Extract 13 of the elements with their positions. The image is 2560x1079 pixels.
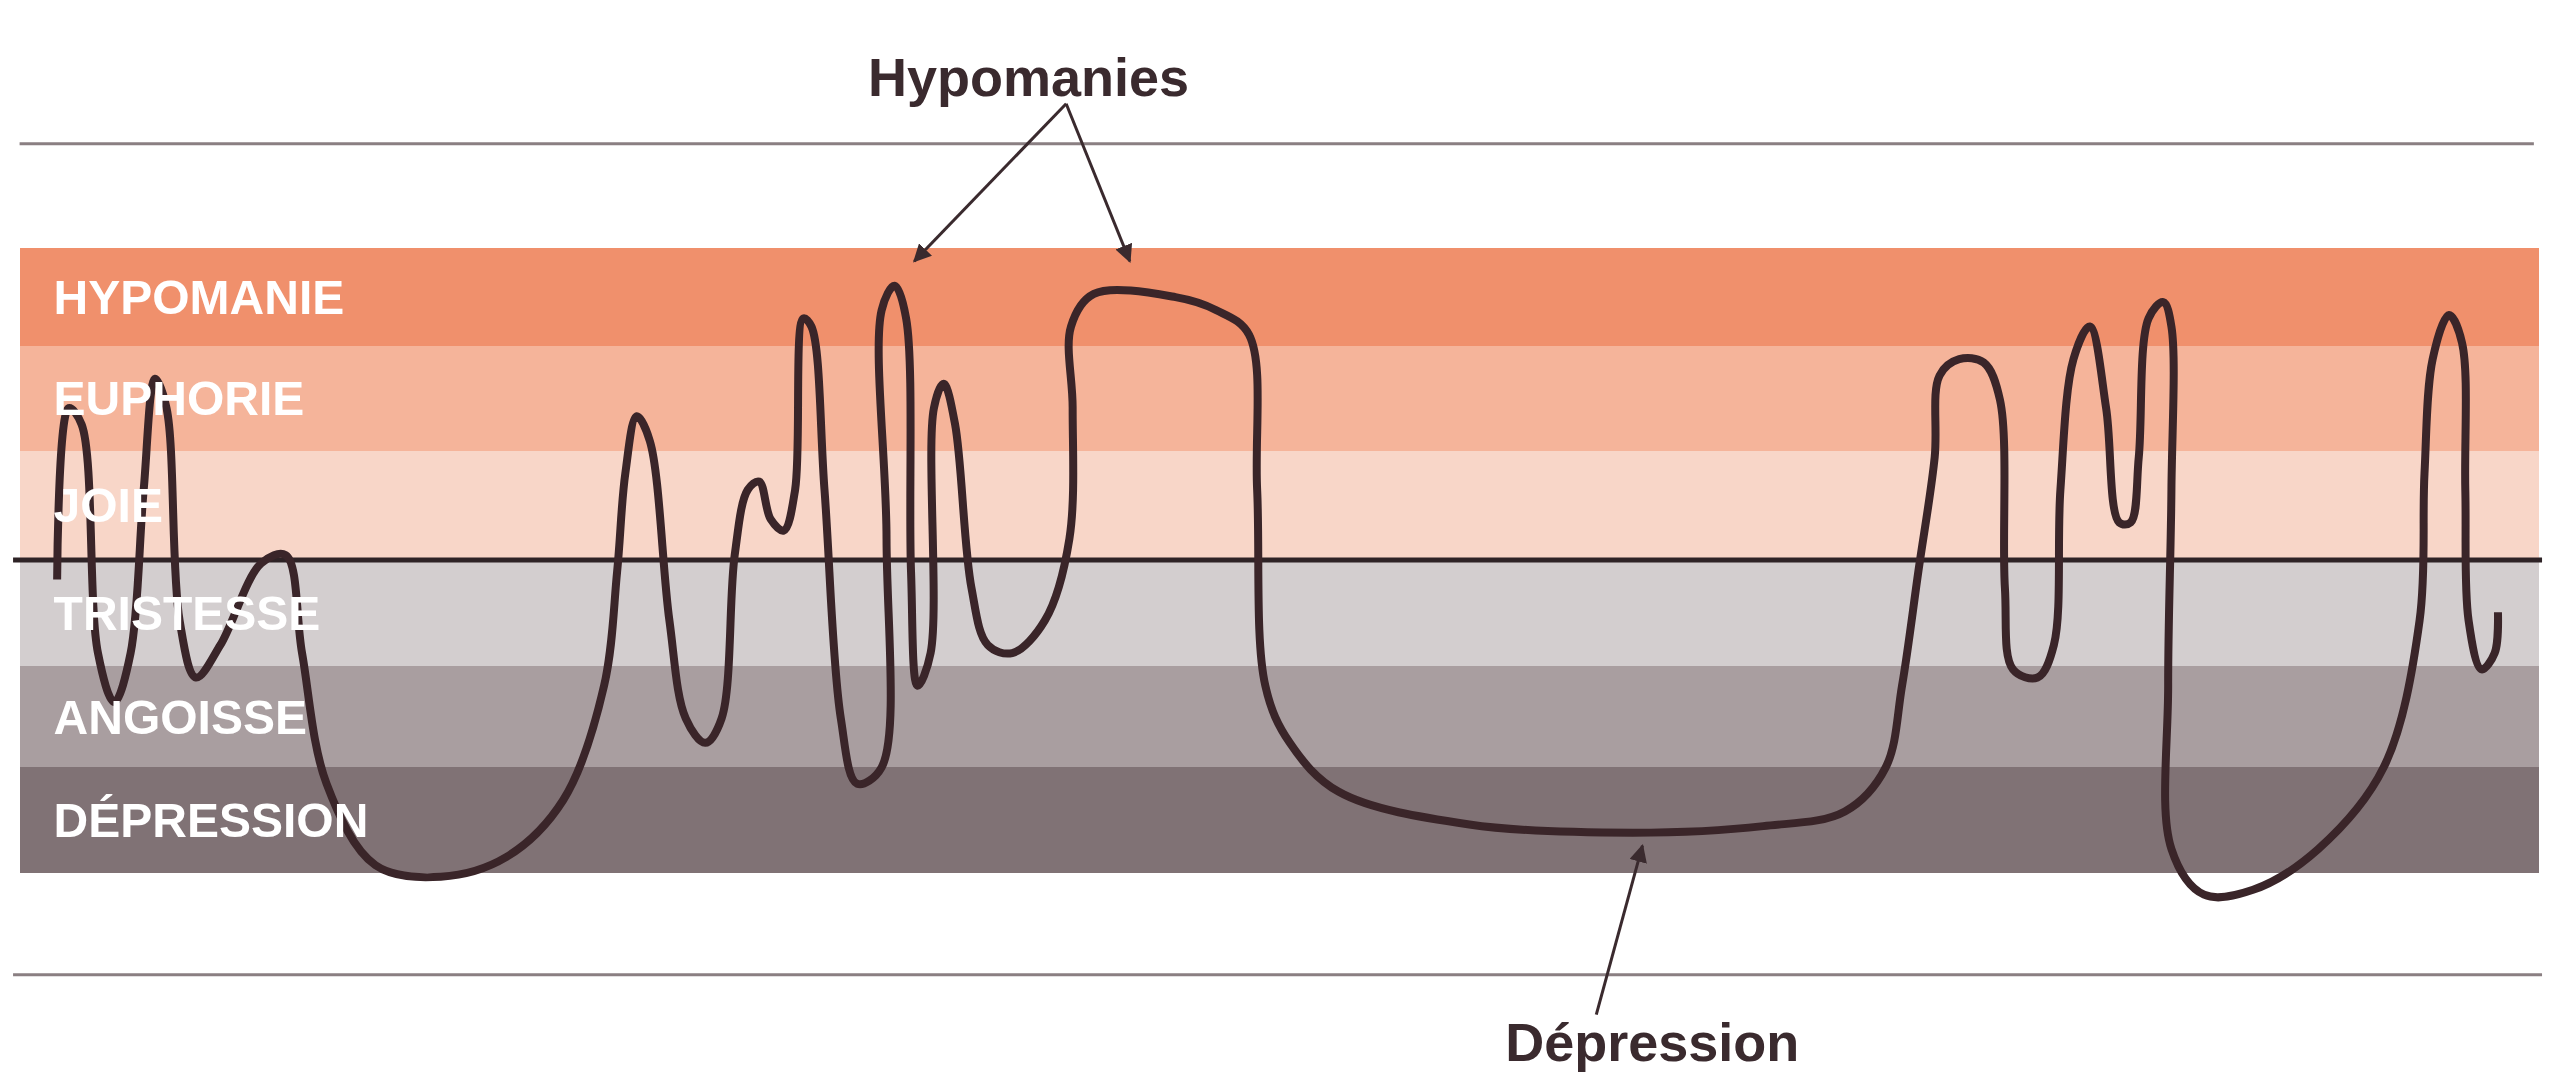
mood-band [19, 666, 2539, 768]
mood-band [19, 560, 2539, 667]
leader-arrow [1064, 103, 1133, 263]
annotation-label: Dépression [1505, 1010, 1800, 1073]
annotation-label: Hypomanies [868, 45, 1190, 108]
band-label: DÉPRESSION [53, 792, 369, 848]
leader-arrow [1594, 844, 1647, 1016]
mood-band [19, 767, 2539, 874]
mood-band [19, 248, 2539, 347]
leader-arrow [913, 102, 1068, 263]
mood-band [19, 346, 2539, 451]
band-label: HYPOMANIE [53, 269, 345, 325]
band-label: ANGOISSE [53, 689, 307, 745]
